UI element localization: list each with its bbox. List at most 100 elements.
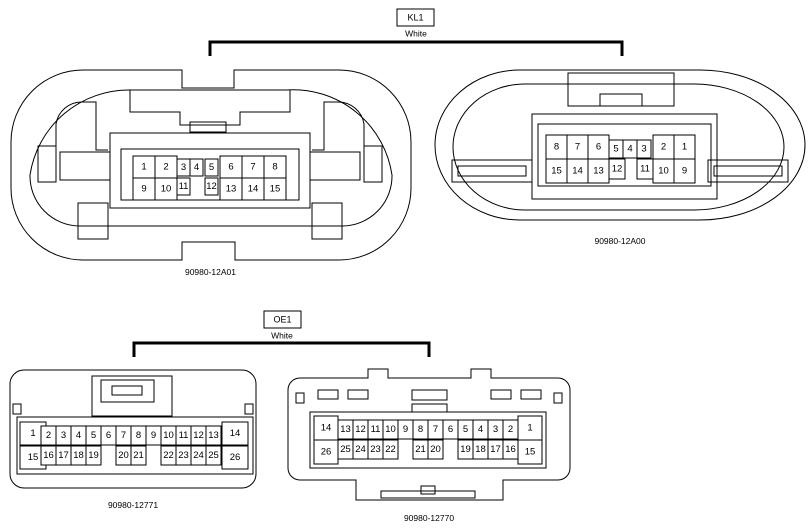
left-key <box>12 403 22 415</box>
part-number: 90980-12770 <box>404 513 454 523</box>
connector-housing <box>287 368 571 501</box>
pin-number: 2 <box>661 142 666 153</box>
terminal-cavity: 14 <box>566 158 589 184</box>
terminal-cavity: 6 <box>442 419 459 440</box>
right-wing <box>312 101 365 160</box>
pin-number: 2 <box>163 162 168 173</box>
terminal-cavity: 5 <box>608 139 624 159</box>
terminal-cavity: 5 <box>204 158 219 177</box>
pin-number: 18 <box>73 450 84 461</box>
pin-number: 12 <box>355 424 366 435</box>
pin-number: 7 <box>250 162 255 173</box>
terminal-cavity: 2 <box>502 419 519 440</box>
pin-number: 10 <box>658 166 669 177</box>
part-number: 90980-12A00 <box>594 236 645 246</box>
pin-number: 14 <box>248 184 259 195</box>
pin-number: 11 <box>371 424 381 435</box>
terminal-cavity: 9 <box>397 419 414 440</box>
cavity-outline <box>176 177 191 196</box>
right-rail-inner <box>713 165 783 177</box>
left-side-slot <box>37 145 57 183</box>
terminal-cavity: 10 <box>160 425 177 446</box>
group-color: White <box>405 29 427 39</box>
terminal-block <box>109 132 311 209</box>
pin-number: 11 <box>179 181 189 192</box>
cavity-outline <box>517 439 543 465</box>
terminal-cavity: 9 <box>145 425 162 446</box>
terminal-cavity: 23 <box>367 439 384 460</box>
terminal-cavity: 1 <box>132 155 156 179</box>
left-lock-arm <box>129 90 210 126</box>
latch-tab <box>100 379 155 403</box>
pin-number: 14 <box>230 428 241 439</box>
terminal-cavity: 21 <box>130 445 147 466</box>
terminal-cavity: 10 <box>652 158 675 184</box>
terminal-cavity: 2 <box>40 425 57 446</box>
housing-inner-outline <box>29 89 393 227</box>
pin-number: 15 <box>270 184 281 195</box>
cavity-outline <box>313 439 339 465</box>
cavity-outline <box>263 177 287 201</box>
pin-number: 4 <box>194 162 199 173</box>
pin-number: 14 <box>572 166 583 177</box>
pin-number: 24 <box>355 444 366 455</box>
cavity-outline <box>205 425 222 446</box>
pin-number: 26 <box>321 447 332 458</box>
latch-housing <box>91 375 173 417</box>
pin-number: 6 <box>448 424 453 435</box>
pin-number: 15 <box>551 166 562 177</box>
pin-number: 12 <box>193 430 204 441</box>
pin-number: 6 <box>106 430 111 441</box>
terminal-cavity: 11 <box>176 177 191 196</box>
terminal-cavity: 18 <box>70 445 87 466</box>
pin-number: 9 <box>141 184 146 195</box>
cavity-outline <box>85 445 102 466</box>
pin-number: 7 <box>433 424 438 435</box>
terminal-cavity: 24 <box>190 445 207 466</box>
terminal-cavity: 8 <box>412 419 429 440</box>
top-slot <box>490 389 512 400</box>
terminal-cavity: 3 <box>55 425 72 446</box>
terminal-cavity: 9 <box>132 177 156 201</box>
terminal-cavity: 11 <box>367 419 384 440</box>
pin-number: 6 <box>228 162 233 173</box>
pin-number: 1 <box>30 428 35 439</box>
terminal-cavity: 12 <box>352 419 369 440</box>
right-key <box>244 403 254 415</box>
terminal-cavity: 14 <box>241 177 265 201</box>
pin-number: 25 <box>340 444 351 455</box>
terminal-cavity: 25 <box>337 439 354 460</box>
connector-housing <box>434 69 806 221</box>
pin-number: 15 <box>525 447 536 458</box>
pin-number: 21 <box>133 450 144 461</box>
terminal-cavity: 7 <box>566 134 589 160</box>
terminal-cavity: 2 <box>652 134 675 160</box>
pin-number: 23 <box>178 450 189 461</box>
terminal-cavity: 3 <box>636 139 652 159</box>
connector-housing <box>9 369 257 489</box>
terminal-block <box>531 113 718 200</box>
terminal-cavity: 26 <box>313 439 339 465</box>
group-code: KL1 <box>407 13 423 23</box>
terminal-cavity: 5 <box>85 425 102 446</box>
terminal-cavity: 5 <box>457 419 474 440</box>
terminal-cavity: 15 <box>263 177 287 201</box>
group-code-box <box>396 8 435 27</box>
pin-number: 5 <box>91 430 96 441</box>
left-foot <box>77 202 109 240</box>
pin-number: 8 <box>136 430 141 441</box>
terminal-cavity: 11 <box>636 158 654 180</box>
pin-number: 20 <box>430 444 441 455</box>
pin-number: 3 <box>61 430 66 441</box>
pin-number: 10 <box>385 424 396 435</box>
top-slot <box>347 389 369 400</box>
cavity-outline <box>608 158 626 180</box>
latch-slot <box>111 385 143 396</box>
pin-number: 1 <box>682 142 687 153</box>
pin-number: 3 <box>641 144 646 155</box>
